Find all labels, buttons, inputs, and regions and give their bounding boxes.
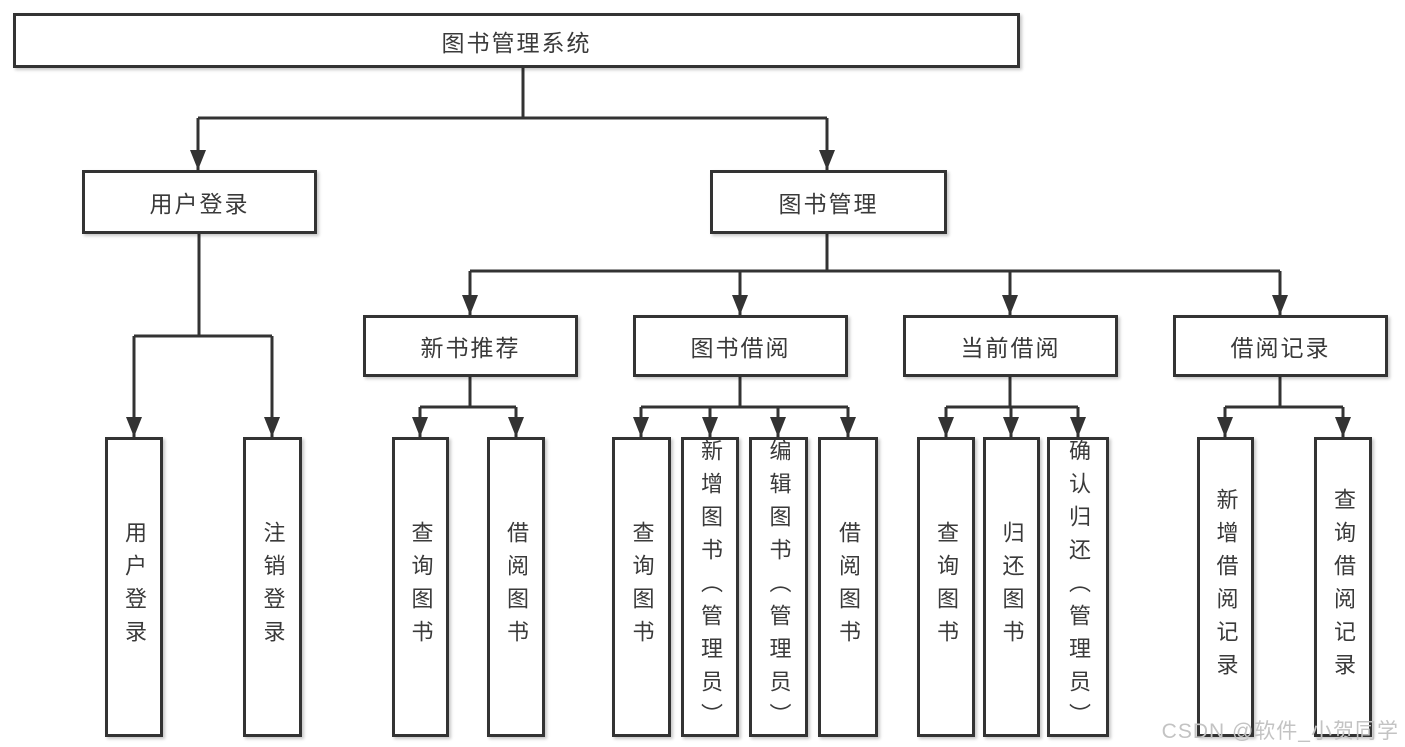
node-current-borrow-label: 当前借阅 — [960, 335, 1061, 361]
node-book-management-label: 图书管理 — [778, 191, 879, 217]
node-leaf-add-books-admin: 新增图书（管理员） — [681, 437, 739, 737]
node-leaf-query-borrow-record-label: 查询借阅记录 — [1331, 488, 1356, 686]
node-leaf-confirm-return-admin: 确认归还（管理员） — [1047, 437, 1109, 737]
node-leaf-query-books-recommend-label: 查询图书 — [408, 521, 434, 653]
connector-new-book-recommend — [412, 377, 524, 437]
node-leaf-borrow-books: 借阅图书 — [818, 437, 878, 737]
node-book-management: 图书管理 — [710, 170, 947, 234]
node-new-book-recommend-label: 新书推荐 — [420, 335, 521, 361]
node-leaf-query-books-current-label: 查询图书 — [934, 521, 959, 653]
node-leaf-edit-books-admin: 编辑图书（管理员） — [749, 437, 808, 737]
node-user-login-label: 用户登录 — [149, 191, 250, 217]
node-leaf-logout-label: 注销登录 — [260, 521, 286, 653]
connector-book-management — [462, 234, 1288, 315]
csdn-watermark: CSDN @软件_小贺同学 — [1161, 720, 1399, 743]
node-borrow-records: 借阅记录 — [1173, 315, 1388, 377]
node-leaf-user-login: 用户登录 — [105, 437, 163, 737]
node-book-borrow-label: 图书借阅 — [690, 335, 791, 361]
connector-book-borrow — [633, 377, 856, 437]
node-new-book-recommend: 新书推荐 — [363, 315, 578, 377]
node-leaf-borrow-books-recommend: 借阅图书 — [487, 437, 545, 737]
node-leaf-add-borrow-record: 新增借阅记录 — [1197, 437, 1254, 737]
node-leaf-add-books-admin-label: 新增图书（管理员） — [698, 438, 723, 736]
node-library-system-label: 图书管理系统 — [441, 29, 592, 56]
node-leaf-confirm-return-admin-label: 确认归还（管理员） — [1066, 438, 1091, 736]
node-leaf-logout: 注销登录 — [243, 437, 302, 737]
node-leaf-query-books-borrow: 查询图书 — [612, 437, 671, 737]
node-book-borrow: 图书借阅 — [633, 315, 848, 377]
node-leaf-query-books-current: 查询图书 — [917, 437, 975, 737]
node-leaf-return-books: 归还图书 — [983, 437, 1040, 737]
connector-user-login — [126, 234, 280, 437]
node-borrow-records-label: 借阅记录 — [1230, 335, 1331, 361]
node-leaf-query-books-recommend: 查询图书 — [392, 437, 449, 737]
node-leaf-user-login-label: 用户登录 — [122, 521, 147, 653]
node-leaf-query-borrow-record: 查询借阅记录 — [1314, 437, 1372, 737]
node-user-login: 用户登录 — [82, 170, 317, 234]
node-library-system: 图书管理系统 — [13, 13, 1020, 68]
node-current-borrow: 当前借阅 — [903, 315, 1118, 377]
node-leaf-edit-books-admin-label: 编辑图书（管理员） — [766, 438, 792, 736]
connector-borrow-records — [1217, 377, 1351, 437]
node-leaf-borrow-books-label: 借阅图书 — [836, 521, 861, 653]
node-leaf-borrow-books-recommend-label: 借阅图书 — [504, 521, 529, 653]
node-leaf-return-books-label: 归还图书 — [999, 521, 1025, 653]
node-leaf-query-books-borrow-label: 查询图书 — [629, 521, 655, 653]
connector-root — [190, 68, 835, 170]
connector-current-borrow — [938, 377, 1086, 437]
node-leaf-add-borrow-record-label: 新增借阅记录 — [1213, 488, 1239, 686]
